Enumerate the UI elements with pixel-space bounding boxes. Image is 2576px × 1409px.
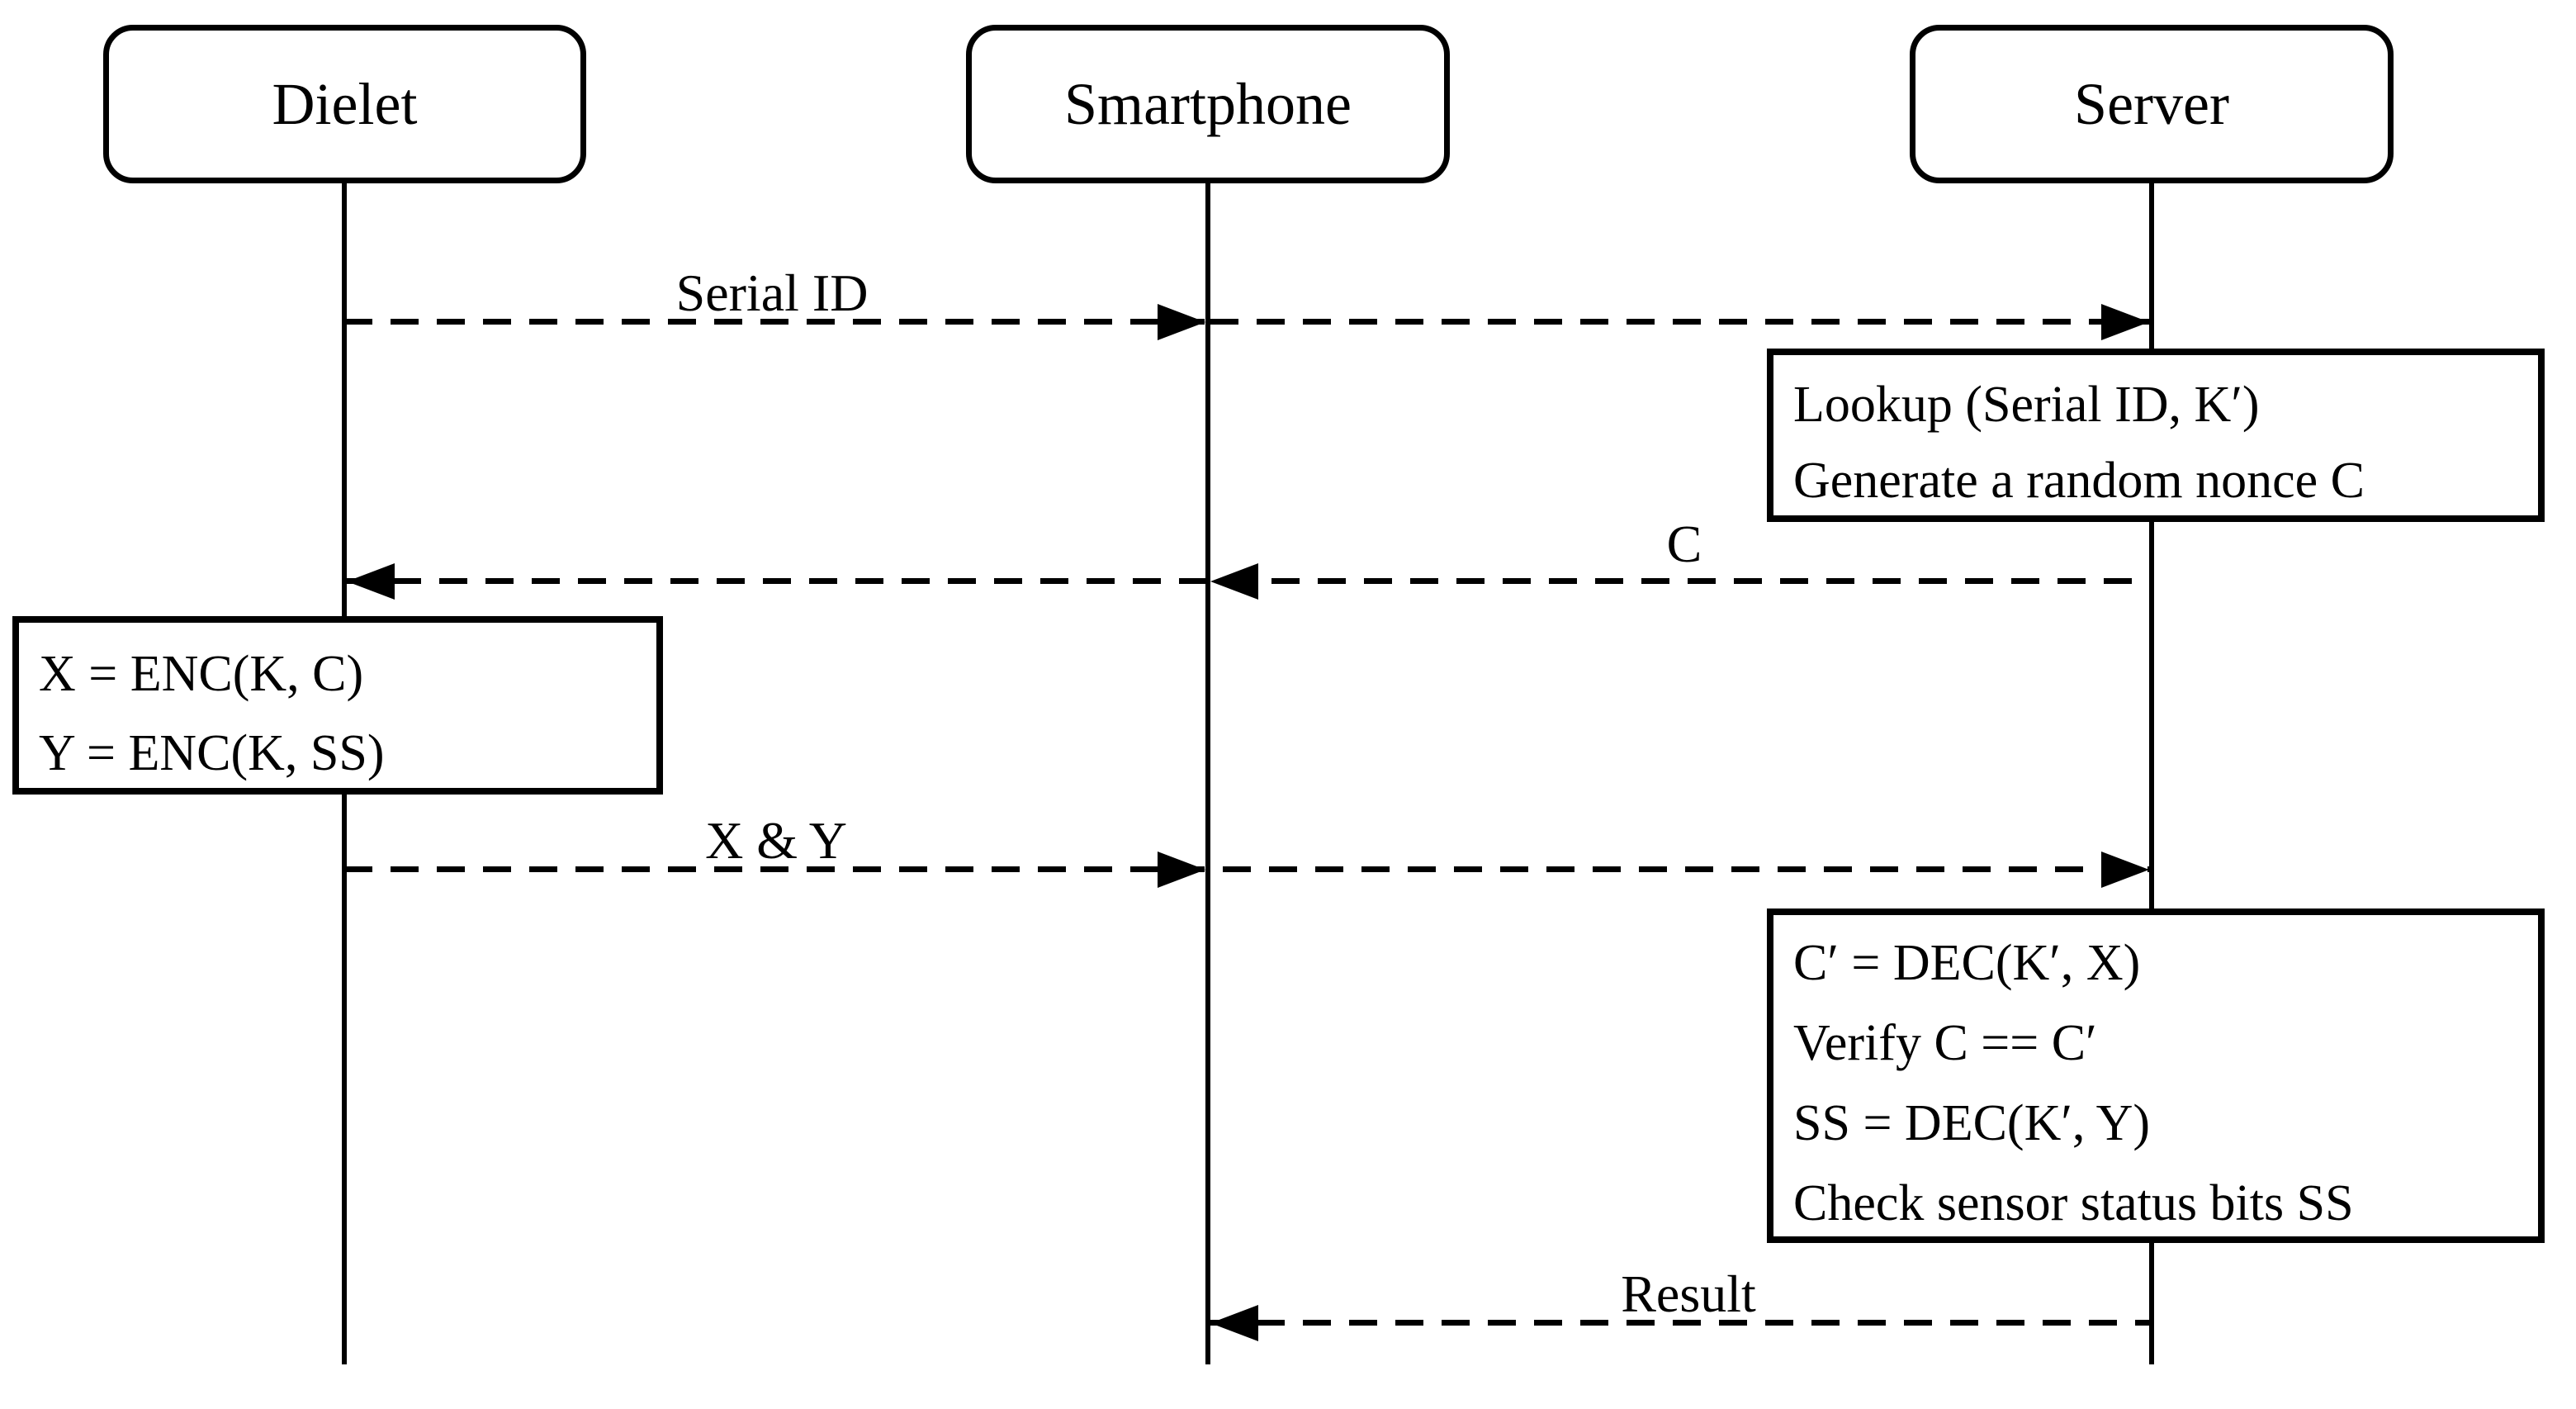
arrowhead-right-icon [1158, 304, 1205, 340]
arrowhead-left-icon [1210, 563, 1258, 600]
note-server-verify: C′ = DEC(K′, X) Verify C == C′ SS = DEC(… [1767, 908, 2545, 1243]
actor-label-dielet: Dielet [272, 70, 418, 137]
message-line-result [1210, 1320, 2149, 1326]
arrowhead-right-icon [2101, 304, 2149, 340]
note-line: Check sensor status bits SS [1793, 1175, 2354, 1231]
note-line: Generate a random nonce C [1793, 453, 2365, 509]
message-line-x-and-y [344, 866, 2149, 872]
note-line: SS = DEC(K′, Y) [1793, 1095, 2151, 1151]
note-line: Lookup (Serial ID, K′) [1793, 377, 2260, 433]
note-line: Y = ENC(K, SS) [39, 725, 385, 781]
actor-label-smartphone: Smartphone [1064, 70, 1352, 137]
message-label-result: Result [1621, 1264, 1756, 1323]
message-label-x-and-y: X & Y [705, 811, 847, 870]
message-line-serial-id-seg1 [344, 319, 1205, 325]
note-server-lookup: Lookup (Serial ID, K′) Generate a random… [1767, 349, 2545, 522]
message-label-serial-id: Serial ID [675, 263, 869, 322]
message-line-serial-id-seg2 [1210, 319, 2149, 325]
actor-box-smartphone: Smartphone [966, 25, 1450, 183]
arrowhead-right-icon [1158, 852, 1205, 888]
note-line: C′ = DEC(K′, X) [1793, 935, 2141, 991]
lifeline-server [2149, 183, 2154, 1364]
message-label-c: C [1666, 515, 1702, 573]
actor-label-server: Server [2074, 70, 2229, 137]
arrowhead-right-icon [2101, 852, 2149, 888]
note-line: Verify C == C′ [1793, 1015, 2097, 1071]
actor-box-dielet: Dielet [103, 25, 586, 183]
arrowhead-left-icon [1210, 1305, 1258, 1341]
lifeline-smartphone [1205, 183, 1210, 1364]
note-line: X = ENC(K, C) [39, 646, 364, 702]
note-dielet-encrypt: X = ENC(K, C) Y = ENC(K, SS) [12, 616, 663, 795]
arrowhead-left-icon [347, 563, 395, 600]
actor-box-server: Server [1910, 25, 2394, 183]
